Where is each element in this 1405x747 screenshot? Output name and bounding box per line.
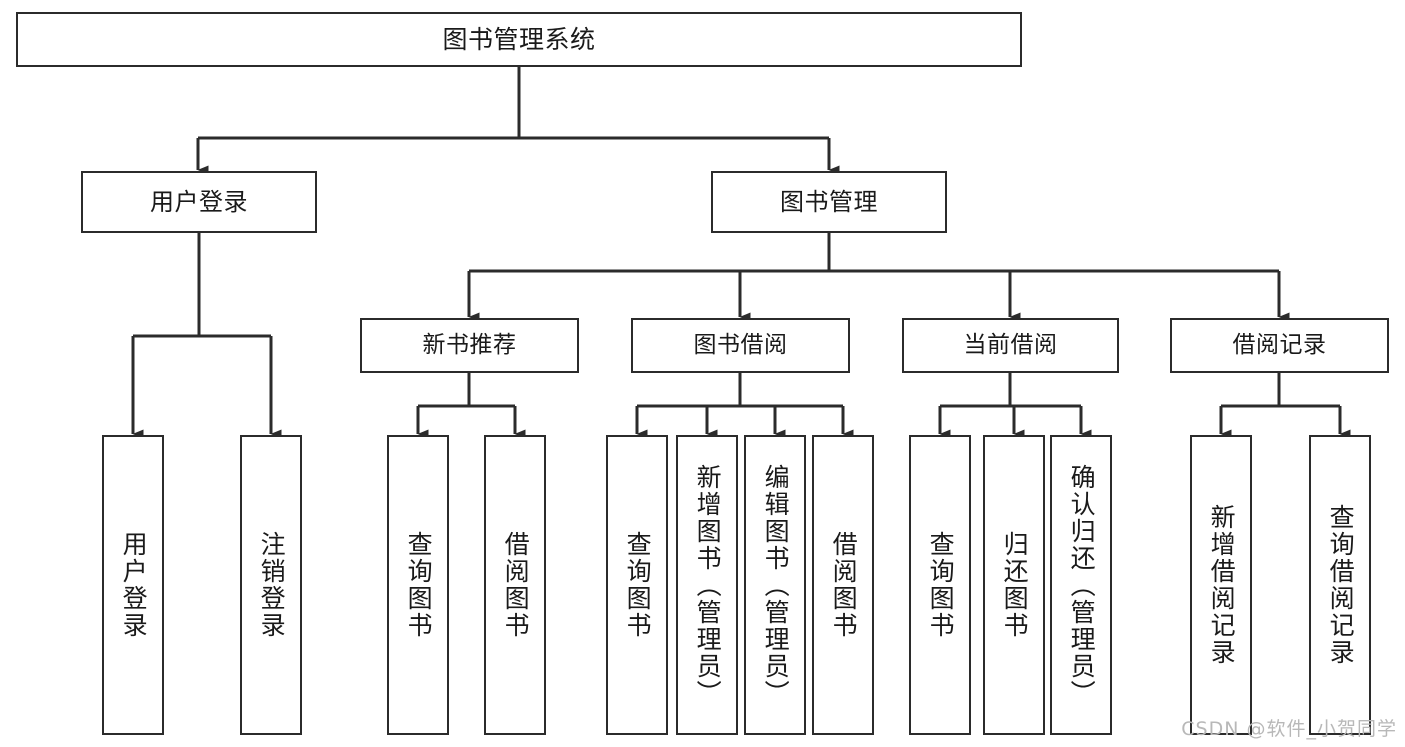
node-label: 借阅记录 — [1232, 331, 1327, 358]
node-label: 编辑图书（管理员） — [761, 463, 791, 707]
node-label: 查询借阅记录 — [1326, 504, 1356, 666]
level2-node-2[interactable]: 当前借阅 — [902, 318, 1119, 373]
level2-node-1[interactable]: 图书借阅 — [631, 318, 850, 373]
leaf-node-0[interactable]: 用户登录 — [102, 435, 164, 735]
node-label: 查询图书 — [926, 531, 956, 639]
node-label: 注销登录 — [257, 531, 287, 639]
leaf-node-6[interactable]: 编辑图书（管理员） — [744, 435, 806, 735]
leaf-node-12[interactable]: 查询借阅记录 — [1309, 435, 1371, 735]
leaf-node-10[interactable]: 确认归还（管理员） — [1050, 435, 1112, 735]
level2-node-0[interactable]: 新书推荐 — [360, 318, 579, 373]
node-label: 用户登录 — [119, 531, 149, 639]
level1-node-1[interactable]: 图书管理 — [711, 171, 947, 233]
root-node-0[interactable]: 图书管理系统 — [16, 12, 1022, 67]
node-label: 查询图书 — [404, 531, 434, 639]
node-label: 借阅图书 — [829, 531, 859, 639]
node-label: 图书管理系统 — [442, 24, 596, 54]
leaf-node-3[interactable]: 借阅图书 — [484, 435, 546, 735]
leaf-node-1[interactable]: 注销登录 — [240, 435, 302, 735]
node-label: 当前借阅 — [963, 331, 1058, 358]
leaf-node-4[interactable]: 查询图书 — [606, 435, 668, 735]
node-label: 新书推荐 — [422, 331, 517, 358]
node-label: 新增图书（管理员） — [693, 463, 723, 707]
node-label: 查询图书 — [623, 531, 653, 639]
node-label: 新增借阅记录 — [1207, 504, 1237, 666]
node-label: 图书借阅 — [693, 331, 788, 358]
leaf-node-2[interactable]: 查询图书 — [387, 435, 449, 735]
leaf-node-11[interactable]: 新增借阅记录 — [1190, 435, 1252, 735]
node-label: 确认归还（管理员） — [1067, 463, 1097, 707]
leaf-node-5[interactable]: 新增图书（管理员） — [676, 435, 738, 735]
leaf-node-9[interactable]: 归还图书 — [983, 435, 1045, 735]
level1-node-0[interactable]: 用户登录 — [81, 171, 317, 233]
tree-connectors — [131, 67, 1351, 439]
leaf-node-8[interactable]: 查询图书 — [909, 435, 971, 735]
leaf-node-7[interactable]: 借阅图书 — [812, 435, 874, 735]
node-label: 图书管理 — [780, 187, 878, 216]
level2-node-3[interactable]: 借阅记录 — [1170, 318, 1389, 373]
node-label: 借阅图书 — [501, 531, 531, 639]
node-label: 归还图书 — [1000, 531, 1030, 639]
node-label: 用户登录 — [150, 187, 248, 216]
